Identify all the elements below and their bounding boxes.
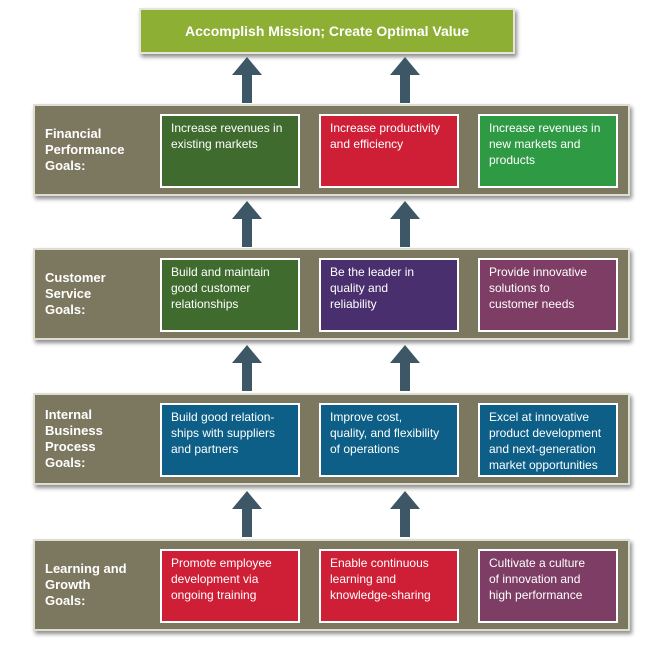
up-arrow-icon — [232, 491, 262, 537]
up-arrow-icon — [232, 201, 262, 247]
band-label: Learning and Growth Goals: — [45, 561, 127, 608]
goal-box: Promote employee development via ongoing… — [160, 549, 300, 623]
up-arrow-icon — [390, 201, 420, 247]
up-arrow-icon — [390, 491, 420, 537]
up-arrow-icon — [232, 345, 262, 391]
band-label: Internal Business Process Goals: — [45, 407, 103, 470]
goal-box: Cultivate a culture of innovation and hi… — [478, 549, 618, 623]
band-label: Customer Service Goals: — [45, 270, 106, 317]
up-arrow-icon — [390, 345, 420, 391]
goal-box: Be the leader in quality and reliability — [319, 258, 459, 332]
financial-goals-band: Financial Performance Goals: Increase re… — [33, 104, 630, 196]
goal-box: Increase revenues in existing markets — [160, 114, 300, 188]
goal-box: Build and maintain good customer relatio… — [160, 258, 300, 332]
goal-box: Improve cost, quality, and flexibility o… — [319, 403, 459, 477]
up-arrow-icon — [232, 57, 262, 103]
goal-box: Increase productivity and efficiency — [319, 114, 459, 188]
goal-box: Provide innovative solutions to customer… — [478, 258, 618, 332]
goal-box: Enable continuous learning and knowledge… — [319, 549, 459, 623]
learning-growth-goals-band: Learning and Growth Goals: Promote emplo… — [33, 539, 630, 631]
goal-box: Increase revenues in new markets and pro… — [478, 114, 618, 188]
internal-process-goals-band: Internal Business Process Goals: Build g… — [33, 393, 630, 485]
up-arrow-icon — [390, 57, 420, 103]
goal-box: Excel at innovative product development … — [478, 403, 618, 477]
band-label: Financial Performance Goals: — [45, 126, 125, 173]
goal-box: Build good relation- ships with supplier… — [160, 403, 300, 477]
mission-box: Accomplish Mission; Create Optimal Value — [139, 8, 515, 54]
customer-goals-band: Customer Service Goals: Build and mainta… — [33, 248, 630, 340]
mission-label: Accomplish Mission; Create Optimal Value — [185, 23, 469, 39]
